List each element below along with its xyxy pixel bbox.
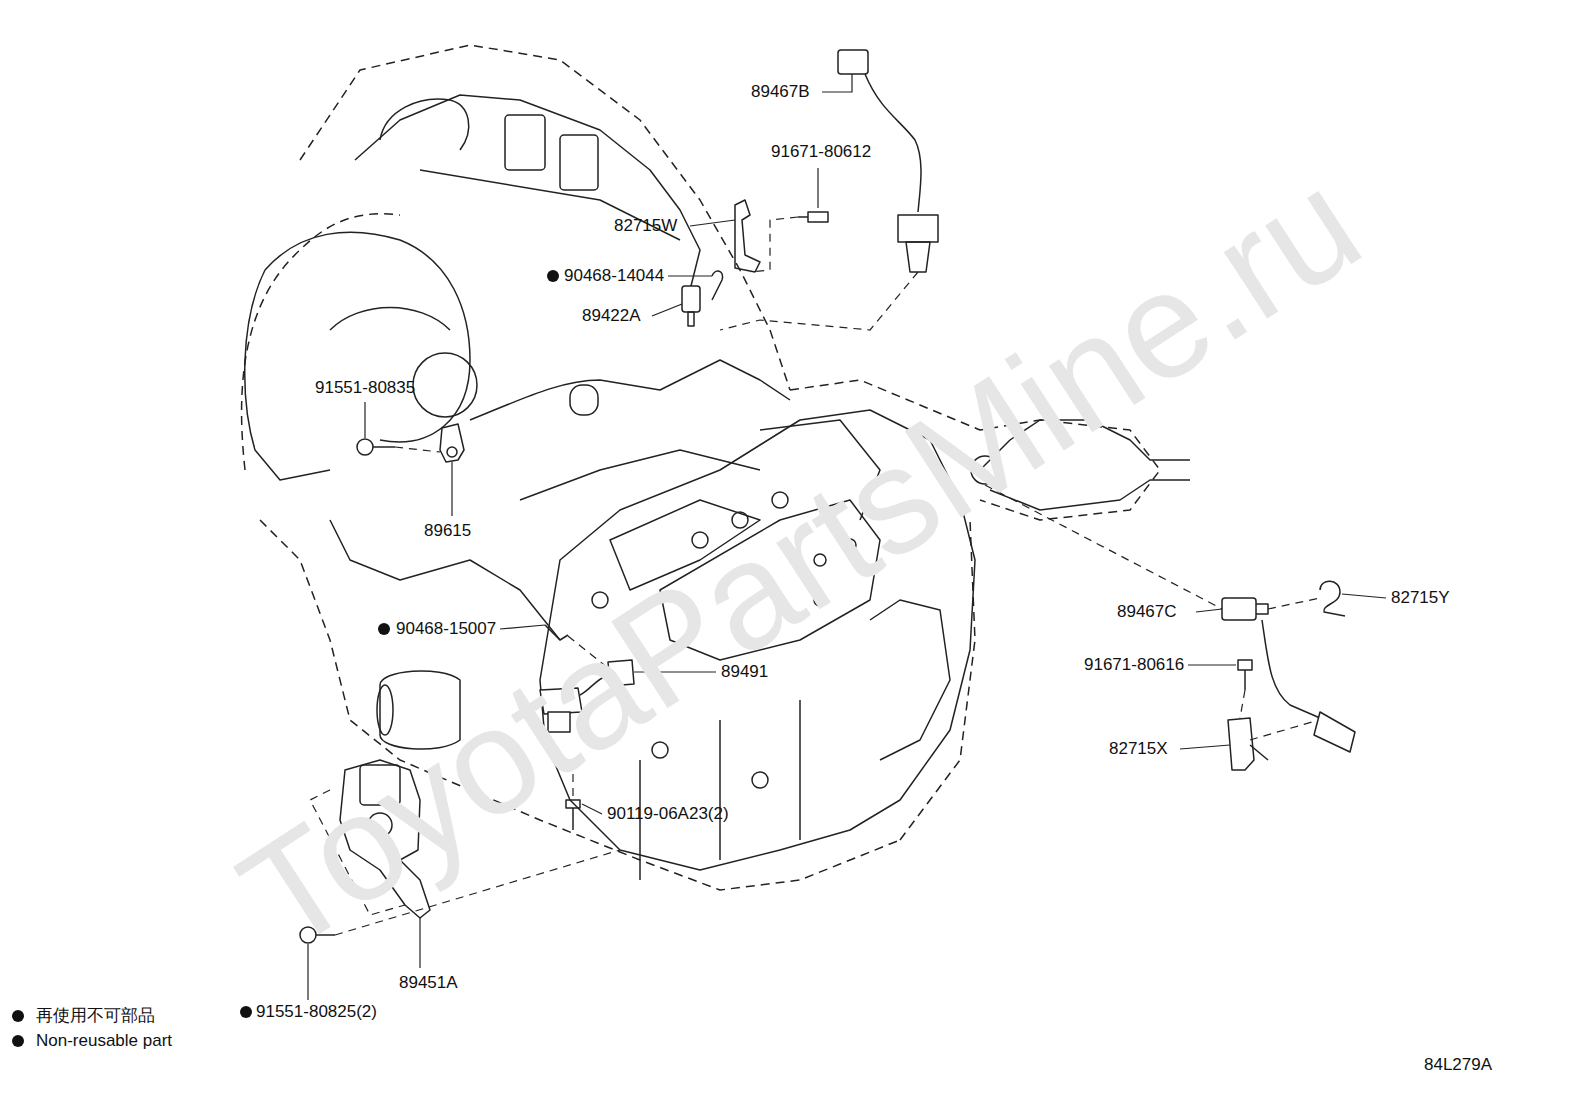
- part-number: 82715Y: [1391, 589, 1450, 608]
- part-number: 82715W: [614, 217, 677, 236]
- part-number: 89451A: [399, 974, 458, 993]
- watermark: ToyotaPartsMine.ru: [217, 145, 1382, 975]
- part-number: 91551-80835: [315, 379, 415, 398]
- part-number: 89422A: [582, 307, 641, 326]
- part-number: 90119-06A23(2): [607, 805, 729, 824]
- part-number: 91551-80825(2): [256, 1003, 377, 1022]
- diagram-code: 84L279A: [1424, 1056, 1492, 1075]
- part-number: 91671-80612: [771, 143, 871, 162]
- part-number: 89467B: [751, 83, 810, 102]
- part-number: 90468-15007: [396, 620, 496, 639]
- part-number: 91671-80616: [1084, 656, 1184, 675]
- legend-text: Non-reusable part: [36, 1032, 172, 1051]
- part-number: 89615: [424, 522, 471, 541]
- part-number: 89467C: [1117, 603, 1177, 622]
- legend-text: 再使用不可部品: [36, 1007, 155, 1026]
- part-number: 90468-14044: [564, 267, 664, 286]
- part-number: 82715X: [1109, 740, 1168, 759]
